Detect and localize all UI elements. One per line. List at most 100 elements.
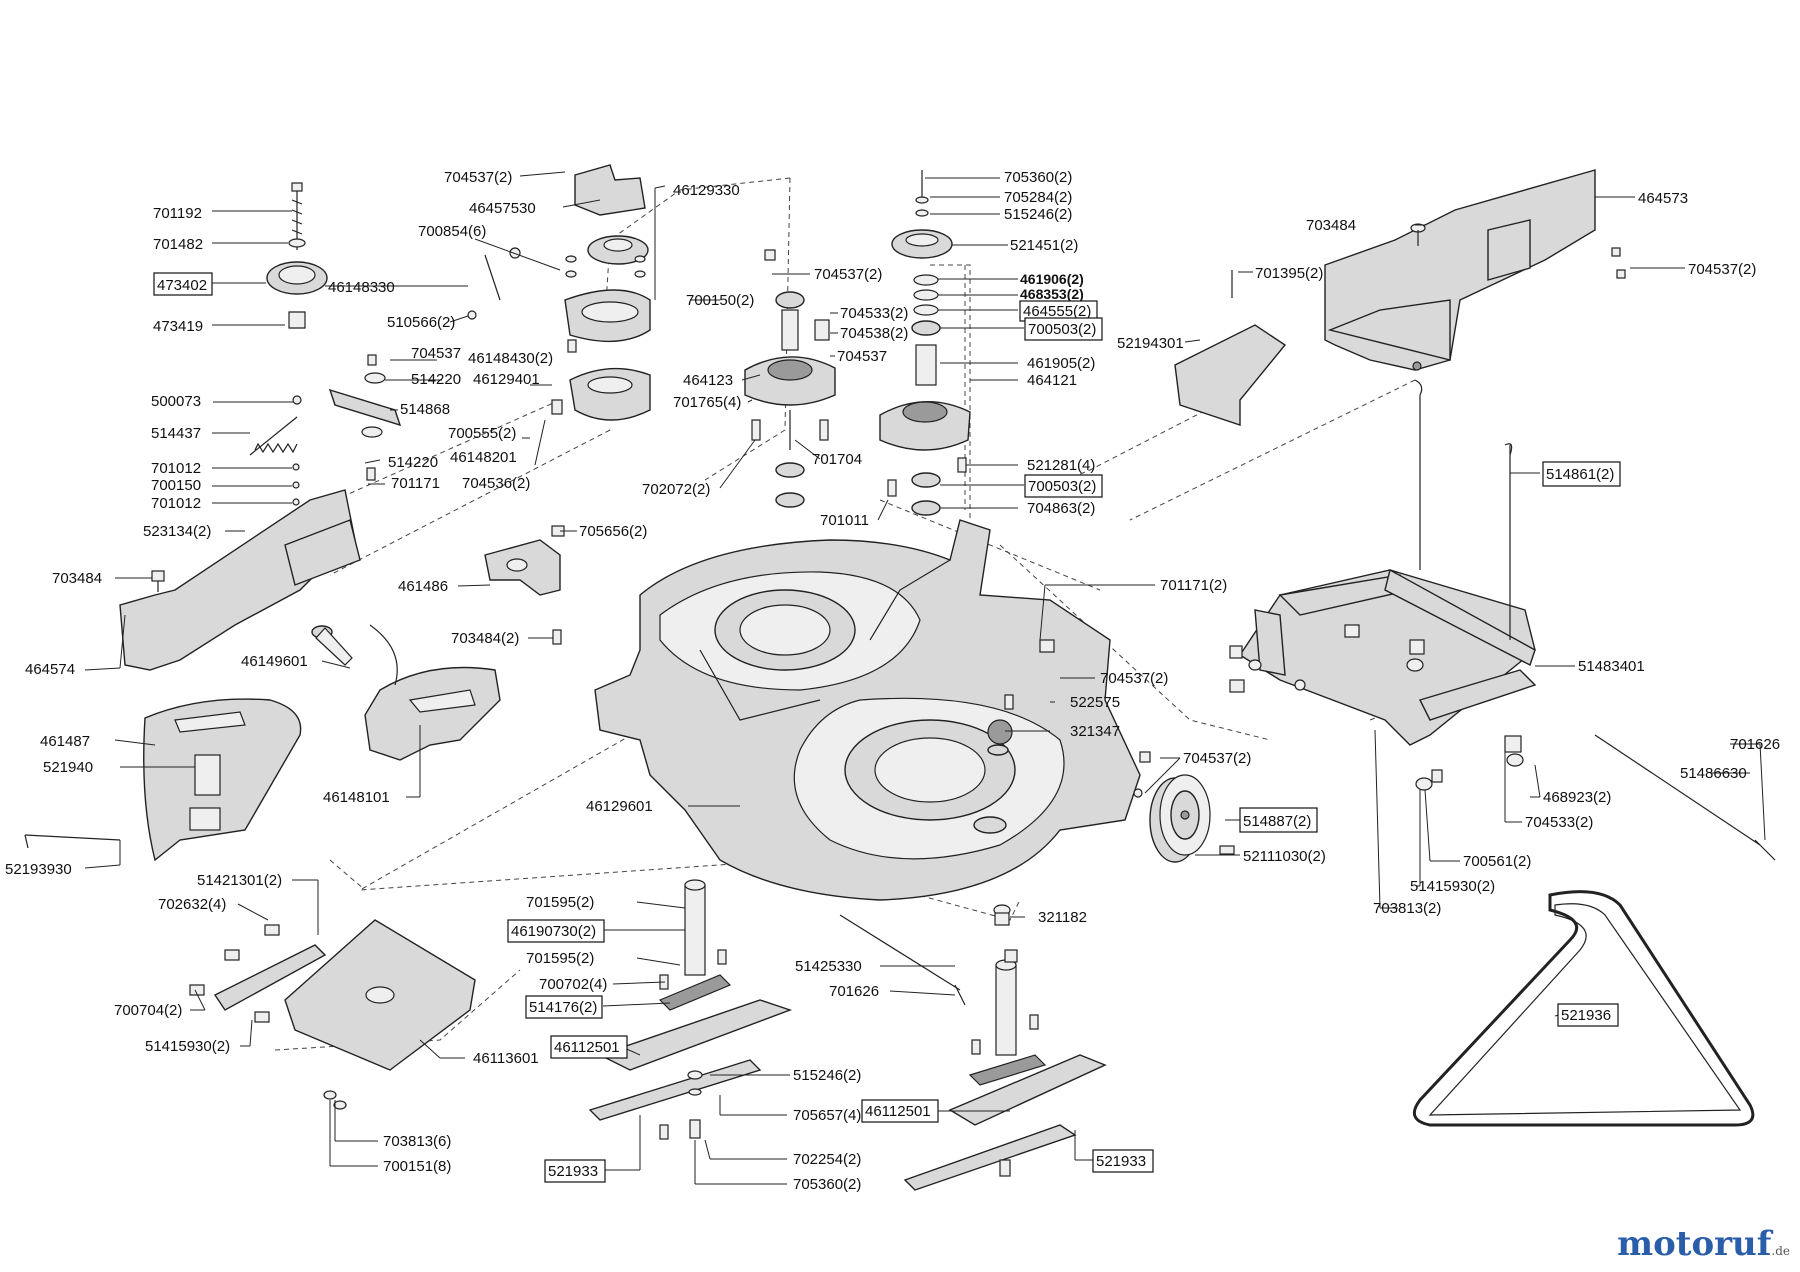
label-514868: 514868	[400, 401, 450, 418]
rear-frame-51483401	[1229, 379, 1537, 746]
label-704537-b: 704537	[837, 348, 887, 365]
spindle-assembly-left	[744, 249, 836, 508]
label-51415930-2-b: 51415930(2)	[145, 1038, 230, 1055]
label-46148201: 46148201	[450, 449, 517, 466]
label-704533-2-a: 704533(2)	[840, 305, 908, 322]
label-46457530: 46457530	[469, 200, 536, 217]
label-522575: 522575	[1070, 694, 1120, 711]
misc-parts	[987, 247, 1626, 963]
label-521933-b: 521933	[1092, 1149, 1154, 1173]
label-46129401: 46129401	[473, 371, 540, 388]
svg-text:464555(2): 464555(2)	[1023, 303, 1091, 320]
label-46148330: 46148330	[328, 279, 395, 296]
label-702254-2: 702254(2)	[793, 1151, 861, 1168]
label-461486: 461486	[398, 578, 448, 595]
bushing-46149601	[311, 625, 353, 666]
label-703484-a: 703484	[52, 570, 102, 587]
label-701171: 701171	[391, 475, 440, 492]
label-464123: 464123	[683, 372, 733, 389]
skid-plate-46113601	[189, 919, 476, 1110]
label-46148101: 46148101	[323, 789, 390, 806]
label-704533-2-b: 704533(2)	[1525, 814, 1593, 831]
label-521451-2: 521451(2)	[1010, 237, 1078, 254]
label-46112501-b: 46112501	[861, 1099, 939, 1123]
label-515246-2-b: 515246(2)	[793, 1067, 861, 1084]
spindle-assembly-right	[879, 170, 971, 516]
label-700150: 700150	[151, 477, 201, 494]
part-labels: 704537(2) 46129330 46457530 701192 70148…	[5, 169, 1780, 1193]
label-700555-2: 700555(2)	[448, 425, 516, 442]
label-473419: 473419	[153, 318, 203, 335]
label-510566-2: 510566(2)	[387, 314, 455, 331]
label-705360-2-a: 705360(2)	[1004, 169, 1072, 186]
label-703484-b: 703484	[1306, 217, 1356, 234]
label-52111030-2: 52111030(2)	[1243, 848, 1326, 865]
label-701626-b: 701626	[829, 983, 879, 1000]
blade-assembly-left	[588, 879, 793, 1140]
svg-text:514176(2): 514176(2)	[529, 999, 597, 1016]
label-705657-4: 705657(4)	[793, 1107, 861, 1124]
brand-logo: motoruf.de	[1617, 1224, 1790, 1264]
label-701011: 701011	[820, 512, 869, 529]
svg-text:46190730(2): 46190730(2)	[511, 923, 596, 940]
label-704537-2-b: 704537(2)	[814, 266, 882, 283]
svg-text:700503(2): 700503(2)	[1028, 478, 1096, 495]
label-700704-2: 700704(2)	[114, 1002, 182, 1019]
label-523134-2: 523134(2)	[143, 523, 211, 540]
label-704863-2: 704863(2)	[1027, 500, 1095, 517]
label-701626-a: 701626	[1730, 736, 1780, 753]
blade-assembly-right	[903, 904, 1107, 1191]
label-704537-2-c: 704537(2)	[1688, 261, 1756, 278]
label-52193930: 52193930	[5, 861, 72, 878]
label-461487: 461487	[40, 733, 90, 750]
label-46129601: 46129601	[586, 798, 653, 815]
gear-cover-46457530	[467, 164, 651, 421]
label-46148430-2: 46148430(2)	[468, 350, 553, 367]
label-51425330: 51425330	[795, 958, 862, 975]
leader-lines	[84, 171, 1766, 1185]
label-464555-2: 464555(2)	[1019, 300, 1098, 322]
label-468923-2: 468923(2)	[1543, 789, 1611, 806]
label-514437: 514437	[151, 425, 201, 442]
label-464574: 464574	[25, 661, 75, 678]
label-704537-a: 704537	[411, 345, 461, 362]
label-702632-4: 702632(4)	[158, 896, 226, 913]
label-321182: 321182	[1038, 909, 1087, 926]
label-521940: 521940	[43, 759, 93, 776]
deflector-464574	[119, 489, 361, 671]
label-701595-2-b: 701595(2)	[526, 950, 594, 967]
mower-deck-46129601	[594, 519, 1141, 901]
label-514861-2: 514861(2)	[1542, 461, 1621, 487]
label-514176-2: 514176(2)	[525, 995, 603, 1019]
mulch-insert-46148101	[364, 624, 501, 761]
label-704538-2: 704538(2)	[840, 325, 908, 342]
label-51415930-2-a: 51415930(2)	[1410, 878, 1495, 895]
label-701482: 701482	[153, 236, 203, 253]
label-500073: 500073	[151, 393, 201, 410]
label-46190730-2: 46190730(2)	[507, 919, 605, 943]
label-464573: 464573	[1638, 190, 1688, 207]
label-701012-b: 701012	[151, 495, 201, 512]
label-705284-2: 705284(2)	[1004, 189, 1072, 206]
label-704536-2: 704536(2)	[462, 475, 530, 492]
label-461906-2: 461906(2)	[1020, 271, 1084, 287]
label-700503-2-a: 700503(2)	[1024, 317, 1103, 341]
label-514220-a: 514220	[411, 371, 461, 388]
bracket-461486	[484, 525, 565, 645]
label-700150-2: 700150(2)	[686, 292, 754, 309]
pulley-assembly-left	[266, 182, 328, 329]
svg-text:514887(2): 514887(2)	[1243, 813, 1311, 830]
label-46113601: 46113601	[473, 1050, 539, 1067]
label-521936: 521936	[1557, 1003, 1619, 1027]
label-51486630: 51486630	[1680, 765, 1747, 782]
svg-text:46112501: 46112501	[554, 1039, 620, 1056]
label-521281-4: 521281(4)	[1027, 457, 1095, 474]
wheel-514887	[1133, 774, 1235, 863]
label-473402: 473402	[153, 272, 213, 296]
svg-text:521936: 521936	[1561, 1007, 1611, 1024]
spring-514437	[249, 354, 402, 506]
label-700561-2: 700561(2)	[1463, 853, 1531, 870]
label-703813-6: 703813(6)	[383, 1133, 451, 1150]
label-700151-8: 700151(8)	[383, 1158, 451, 1175]
label-704537-2-e: 704537(2)	[1183, 750, 1251, 767]
